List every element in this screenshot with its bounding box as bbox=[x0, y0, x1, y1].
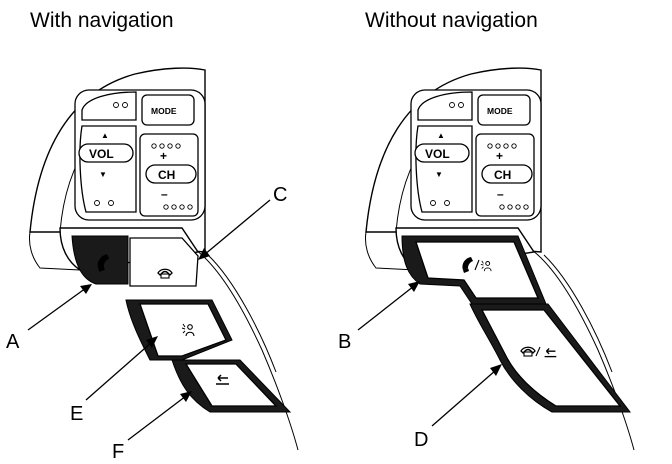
callout-c: C bbox=[198, 184, 287, 260]
callout-c-label: C bbox=[273, 184, 287, 206]
callout-a: A bbox=[6, 284, 92, 353]
mode-label-left: MODE bbox=[151, 106, 177, 116]
callout-e-label: E bbox=[70, 403, 83, 425]
mode-button-left[interactable] bbox=[141, 94, 195, 126]
steering-wheel-left: MODE ▲ VOL ▼ + CH – bbox=[29, 67, 299, 451]
ch-plus-left: + bbox=[160, 149, 167, 163]
ch-minus-right: – bbox=[497, 187, 504, 201]
callout-a-label: A bbox=[6, 331, 20, 353]
mode-label-right: MODE bbox=[487, 106, 513, 116]
vol-rocker-right[interactable]: ▲ VOL ▼ bbox=[414, 125, 473, 213]
title-with-navigation: With navigation bbox=[30, 9, 174, 32]
ch-label-left: CH bbox=[158, 168, 175, 182]
pickup-talk-icon-right bbox=[462, 257, 492, 273]
title-without-navigation: Without navigation bbox=[365, 9, 538, 32]
steering-wheel-right: MODE ▲ VOL ▼ + CH – bbox=[365, 67, 635, 451]
mode-button-right[interactable] bbox=[477, 94, 531, 126]
callout-b-label: B bbox=[338, 331, 351, 353]
callout-d-label: D bbox=[414, 429, 428, 451]
ch-minus-left: – bbox=[161, 187, 168, 201]
callout-b: B bbox=[338, 281, 420, 353]
hangup-back-icon-right bbox=[520, 346, 557, 358]
ch-rocker-right[interactable]: + CH – bbox=[475, 133, 535, 217]
vol-down-arrow-right: ▼ bbox=[435, 170, 443, 179]
callout-f: F bbox=[112, 391, 192, 463]
vol-up-arrow-left: ▲ bbox=[101, 131, 109, 140]
ch-plus-right: + bbox=[496, 149, 503, 163]
callout-d: D bbox=[414, 364, 502, 451]
vol-down-arrow-left: ▼ bbox=[99, 170, 107, 179]
vol-label-right: VOL bbox=[425, 147, 450, 161]
ch-label-right: CH bbox=[494, 168, 511, 182]
callout-f-label: F bbox=[112, 441, 124, 463]
callout-e: E bbox=[70, 336, 158, 425]
vol-label-left: VOL bbox=[89, 147, 114, 161]
vol-rocker-left[interactable]: ▲ VOL ▼ bbox=[78, 125, 137, 213]
ch-rocker-left[interactable]: + CH – bbox=[139, 133, 199, 217]
vol-up-arrow-right: ▲ bbox=[437, 131, 445, 140]
